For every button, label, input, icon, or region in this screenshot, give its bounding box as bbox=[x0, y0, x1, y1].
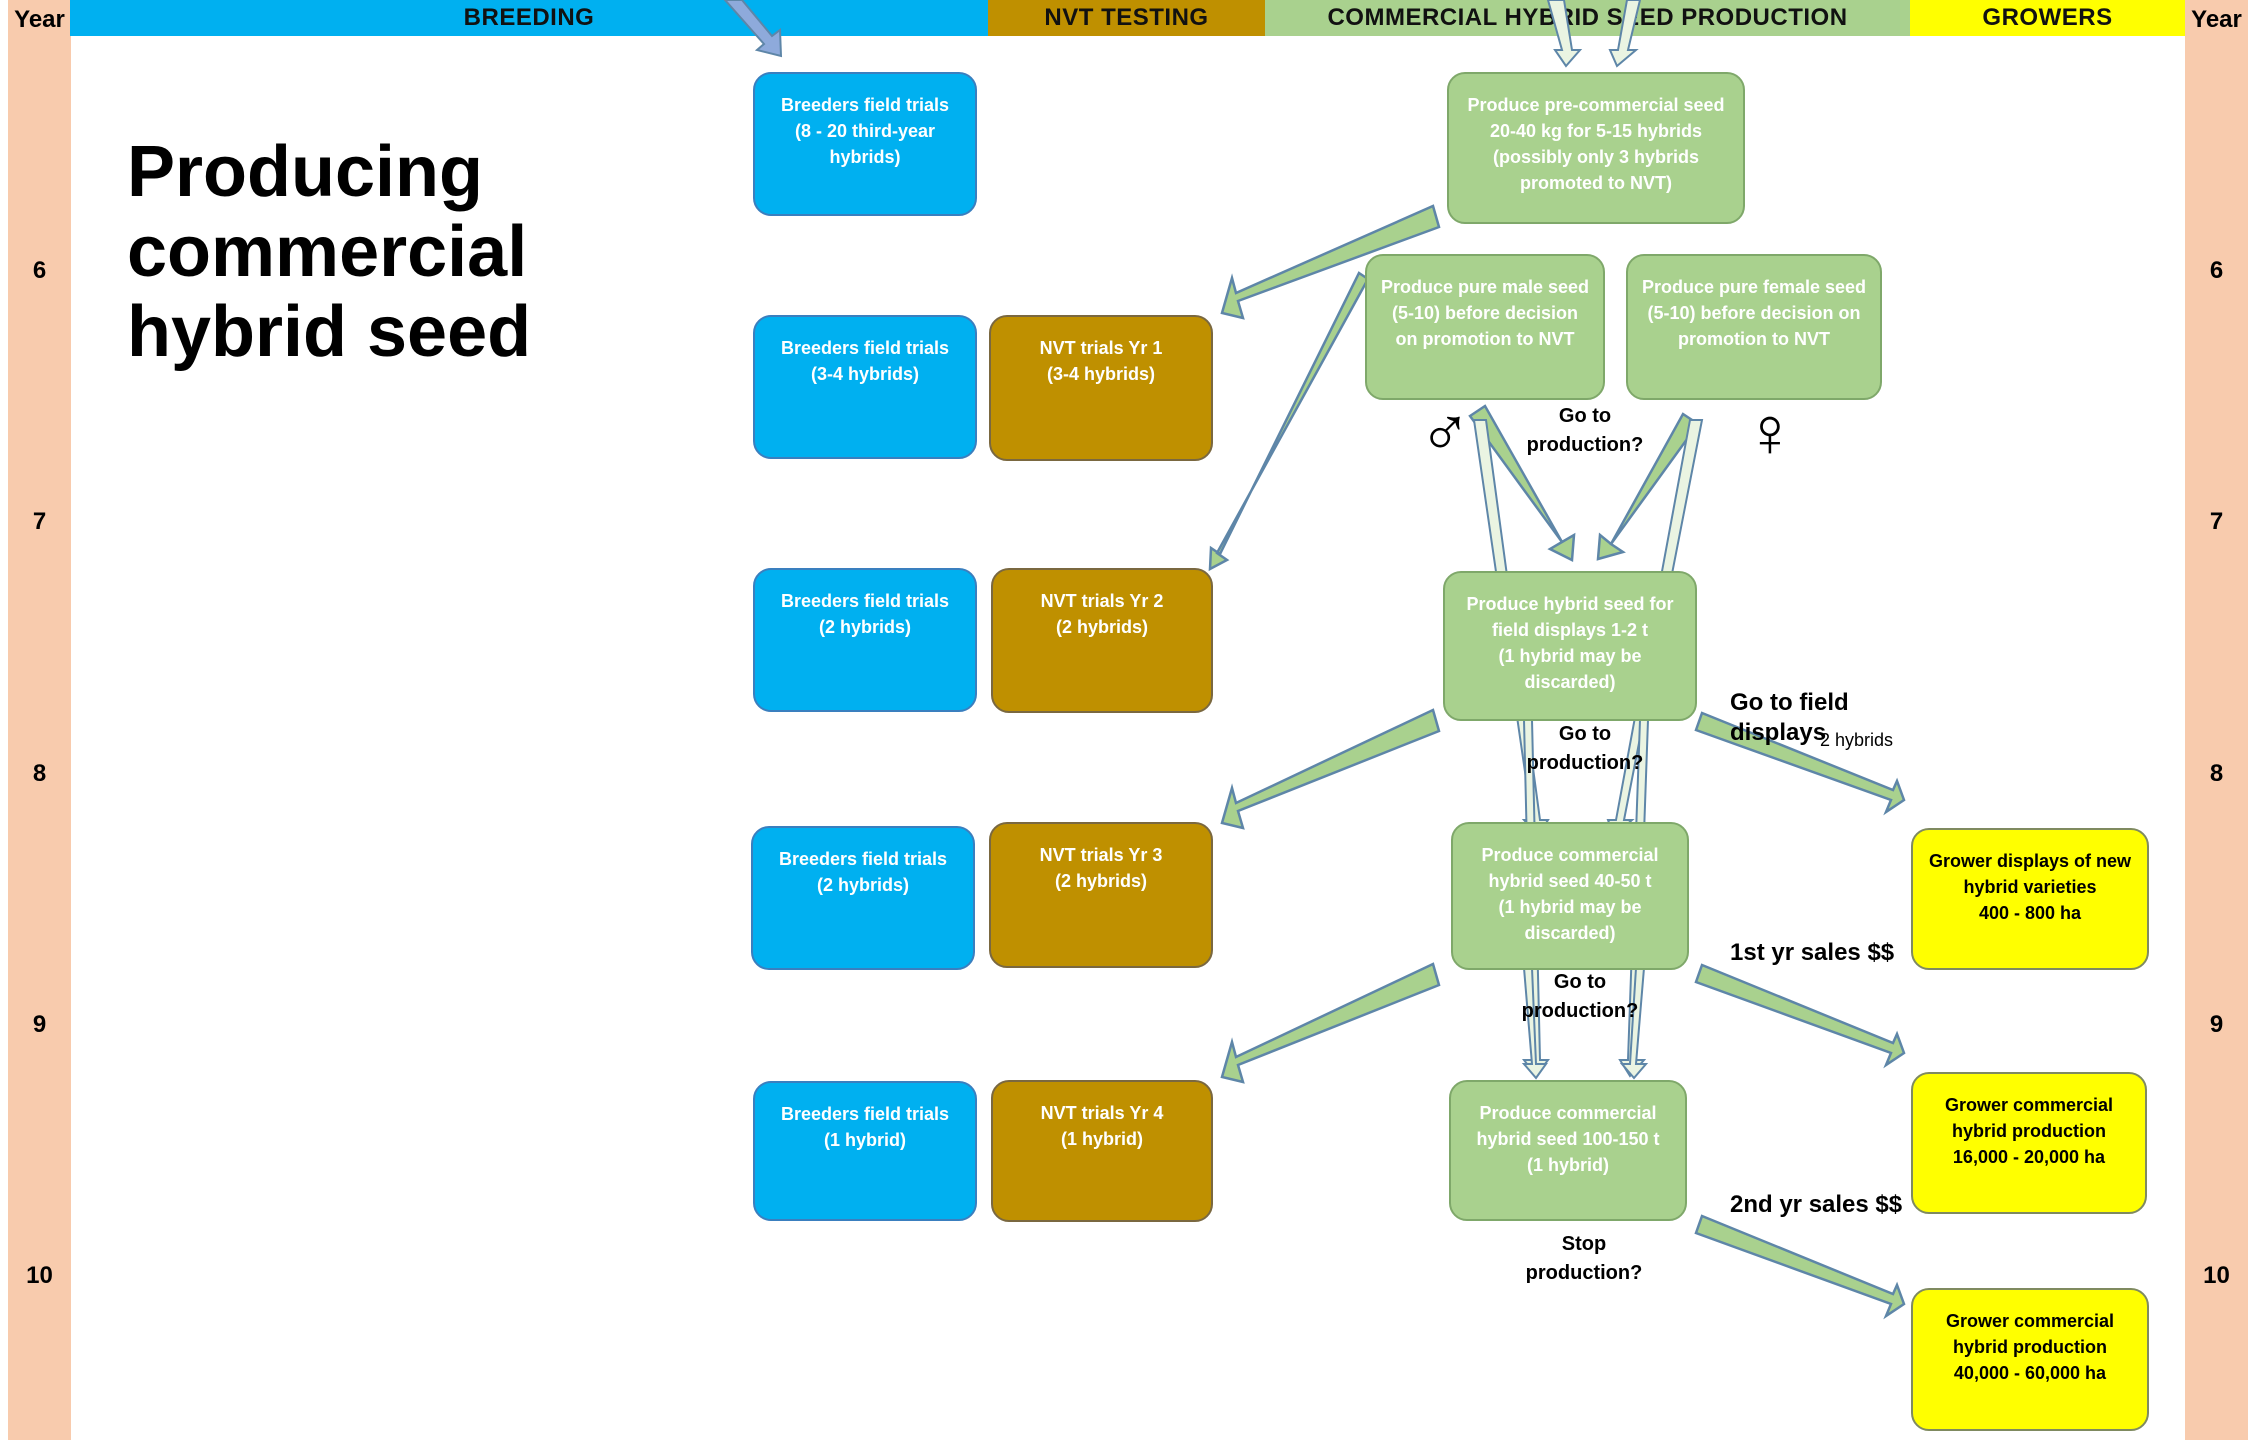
arrow-top-incoming-1 bbox=[1546, 0, 1583, 68]
arrow-to-breeding-y9 bbox=[1220, 962, 1441, 1084]
year-6-right: 6 bbox=[2209, 257, 2224, 284]
breeding-box-1: Breeders field trials (8 - 20 third-year… bbox=[753, 72, 977, 216]
label-go-to-production-2: Go to production? bbox=[1526, 723, 1644, 774]
arrow-male-to-hybrid bbox=[1468, 404, 1576, 562]
breeding-box-3: Breeders field trials (2 hybrids) bbox=[753, 568, 977, 712]
nvt-box-yr1: NVT trials Yr 1 (3-4 hybrids) bbox=[989, 315, 1213, 461]
year-10-left: 10 bbox=[26, 1262, 53, 1289]
title-line-3: hybrid seed bbox=[127, 292, 532, 372]
arrow-female-to-hybrid bbox=[1596, 412, 1700, 561]
box-commercial-seed-40-50t: Produce commercial hybrid seed 40-50 t (… bbox=[1451, 822, 1689, 970]
nvt-box-yr2: NVT trials Yr 2 (2 hybrids) bbox=[991, 568, 1213, 713]
breeding-box-2: Breeders field trials (3-4 hybrids) bbox=[753, 315, 977, 459]
arrow-to-grower-commercial-1 bbox=[1694, 963, 1906, 1069]
label-stop-production: Stop production? bbox=[1525, 1233, 1643, 1284]
year-9-left: 9 bbox=[32, 1011, 47, 1038]
label-go-to-production-3: Go to production? bbox=[1521, 971, 1639, 1022]
female-symbol: ♀ bbox=[1743, 393, 1797, 471]
breeding-box-4: Breeders field trials (2 hybrids) bbox=[751, 826, 975, 970]
year-10-right: 10 bbox=[2203, 1262, 2230, 1289]
header-breeding: BREEDING bbox=[70, 0, 988, 36]
grower-box-commercial-2: Grower commercial hybrid production 40,0… bbox=[1911, 1288, 2149, 1431]
year-9-right: 9 bbox=[2209, 1011, 2224, 1038]
nvt-box-yr3: NVT trials Yr 3 (2 hybrids) bbox=[989, 822, 1213, 968]
grower-box-commercial-1: Grower commercial hybrid production 16,0… bbox=[1911, 1072, 2147, 1214]
arrow-to-breeding-y7 bbox=[1208, 271, 1370, 572]
box-commercial-seed-100-150t: Produce commercial hybrid seed 100-150 t… bbox=[1449, 1080, 1687, 1221]
year-8-left: 8 bbox=[32, 760, 47, 787]
arrow-commercial-down-1 bbox=[1521, 967, 1548, 1080]
box-hybrid-field-displays: Produce hybrid seed for field displays 1… bbox=[1443, 571, 1697, 721]
label-first-yr-sales: 1st yr sales $$ bbox=[1730, 939, 1895, 966]
box-pure-female-seed: Produce pure female seed (5-10) before d… bbox=[1626, 254, 1882, 400]
year-column-right bbox=[2185, 0, 2248, 1440]
year-7-right: 7 bbox=[2209, 508, 2224, 535]
title-line-1: Producing bbox=[127, 132, 483, 212]
header-nvt-testing: NVT TESTING bbox=[988, 0, 1265, 36]
arrow-to-grower-commercial-2 bbox=[1694, 1214, 1906, 1320]
box-pure-male-seed: Produce pure male seed (5-10) before dec… bbox=[1365, 254, 1605, 400]
label-go-to-field-displays: Go to field displays bbox=[1730, 689, 1849, 746]
page-title: Producing commercial hybrid seed bbox=[127, 132, 531, 372]
label-two-hybrids: 2 hybrids bbox=[1820, 730, 1894, 750]
year-8-right: 8 bbox=[2209, 760, 2224, 787]
arrow-to-breeding-y6 bbox=[1220, 204, 1441, 320]
arrow-to-breeding-y8 bbox=[1220, 708, 1441, 830]
grower-box-displays: Grower displays of new hybrid varieties … bbox=[1911, 828, 2149, 970]
arrow-to-grower-displays bbox=[1694, 711, 1906, 816]
title-line-2: commercial bbox=[127, 212, 528, 292]
arrow-top-incoming-2 bbox=[1608, 0, 1642, 68]
year-7-left: 7 bbox=[32, 508, 47, 535]
year-6-left: 6 bbox=[32, 257, 47, 284]
header-commercial-production: COMMERCIAL HYBRID SEED PRODUCTION bbox=[1265, 0, 1910, 36]
breeding-box-5: Breeders field trials (1 hybrid) bbox=[753, 1081, 977, 1221]
year-header-left: Year bbox=[14, 6, 65, 33]
year-header-right: Year bbox=[2191, 6, 2242, 33]
arrow-into-breeding-top bbox=[723, 0, 783, 58]
label-second-yr-sales: 2nd yr sales $$ bbox=[1730, 1191, 1903, 1218]
arrow-commercial-down-2 bbox=[1619, 967, 1649, 1080]
nvt-box-yr4: NVT trials Yr 4 (1 hybrid) bbox=[991, 1080, 1213, 1222]
header-growers: GROWERS bbox=[1910, 0, 2185, 36]
label-go-to-production-1: Go to production? bbox=[1526, 405, 1644, 456]
box-pre-commercial-seed: Produce pre-commercial seed 20-40 kg for… bbox=[1447, 72, 1745, 224]
year-column-left bbox=[8, 0, 71, 1440]
male-symbol: ♂ bbox=[1418, 393, 1472, 471]
